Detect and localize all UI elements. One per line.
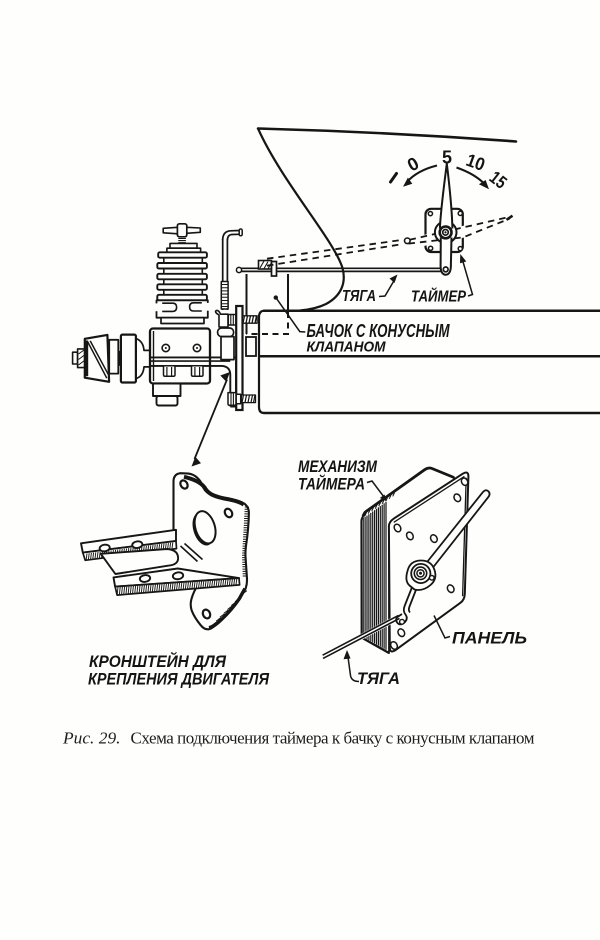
svg-text:ТАЙМЕР: ТАЙМЕР <box>411 288 467 306</box>
svg-text:КРЕПЛЕНИЯ ДВИГАТЕЛЯ: КРЕПЛЕНИЯ ДВИГАТЕЛЯ <box>88 671 270 689</box>
svg-text:ТЯГА: ТЯГА <box>342 288 376 305</box>
svg-text:Схема подключения таймера к ба: Схема подключения таймера к бачку с кону… <box>131 729 535 748</box>
svg-text:ПАНЕЛЬ: ПАНЕЛЬ <box>452 630 527 648</box>
svg-text:КРОНШТЕЙН ДЛЯ: КРОНШТЕЙН ДЛЯ <box>89 651 227 671</box>
svg-text:ТАЙМЕРА: ТАЙМЕРА <box>298 474 365 494</box>
svg-text:Рис. 29.: Рис. 29. <box>62 729 121 748</box>
svg-text:БАЧОК С КОНУСНЫМ: БАЧОК С КОНУСНЫМ <box>307 320 450 341</box>
svg-text:КЛАПАНОМ: КЛАПАНОМ <box>307 340 387 356</box>
svg-text:ТЯГА: ТЯГА <box>357 670 400 688</box>
svg-text:5: 5 <box>442 148 452 168</box>
svg-text:МЕХАНИЗМ: МЕХАНИЗМ <box>298 458 378 476</box>
